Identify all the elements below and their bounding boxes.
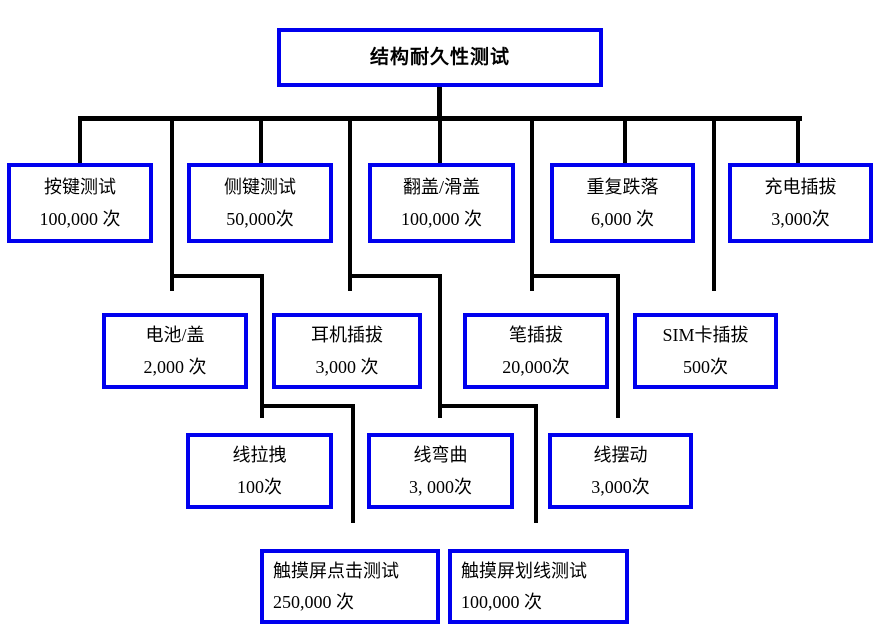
node-battery-cover-count: 2,000 次 [143, 356, 207, 377]
node-root: 结构耐久性测试 [277, 28, 603, 87]
connector-branch-wire-swing-h [530, 274, 620, 278]
connector-branch-touch-click-h [260, 404, 355, 408]
node-wire-swing-label: 线摆动 [593, 444, 648, 465]
connector-to-sim-plug [712, 121, 716, 291]
node-repeat-drop-count: 6,000 次 [591, 208, 654, 229]
node-touch-click: 触摸屏点击测试 250,000 次 [260, 549, 440, 624]
connector-to-side-key [259, 121, 263, 163]
connector-to-earphone-plug [348, 121, 352, 291]
node-wire-bend: 线弯曲 3, 000次 [367, 433, 514, 509]
connector-to-flip-slide [438, 121, 442, 163]
node-wire-swing: 线摆动 3,000次 [548, 433, 693, 509]
node-touch-draw: 触摸屏划线测试 100,000 次 [448, 549, 629, 624]
node-touch-draw-count: 100,000 次 [461, 591, 542, 612]
node-pen-plug-label: 笔插拔 [509, 324, 563, 345]
node-wire-bend-count: 3, 000次 [409, 476, 472, 497]
node-side-key: 侧键测试 50,000次 [187, 163, 333, 243]
connector-to-wire-pull [260, 274, 264, 418]
node-touch-click-label: 触摸屏点击测试 [273, 560, 399, 581]
node-charge-plug-label: 充电插拔 [764, 176, 837, 197]
node-flip-slide: 翻盖/滑盖 100,000 次 [368, 163, 515, 243]
connector-to-charge-plug [796, 121, 800, 163]
node-charge-plug-count: 3,000次 [771, 208, 830, 229]
node-charge-plug: 充电插拔 3,000次 [728, 163, 873, 243]
node-wire-swing-count: 3,000次 [591, 476, 650, 497]
node-battery-cover-label: 电池/盖 [145, 324, 205, 345]
connector-top-bus [78, 116, 802, 121]
connector-branch-wire-pull-h [170, 274, 264, 278]
node-touch-click-count: 250,000 次 [273, 591, 354, 612]
node-side-key-count: 50,000次 [226, 208, 294, 229]
node-sim-plug-count: 500次 [683, 356, 728, 377]
connector-to-repeat-drop [623, 121, 627, 163]
connector-root-stem [437, 87, 442, 121]
node-wire-pull: 线拉拽 100次 [186, 433, 333, 509]
node-repeat-drop-label: 重复跌落 [586, 176, 659, 197]
node-key-test: 按键测试 100,000 次 [7, 163, 153, 243]
node-root-label: 结构耐久性测试 [369, 46, 510, 68]
connector-to-key-test [78, 121, 82, 163]
node-battery-cover: 电池/盖 2,000 次 [102, 313, 248, 389]
connector-to-pen-plug [530, 121, 534, 291]
node-key-test-count: 100,000 次 [39, 208, 121, 229]
connector-branch-touch-draw-h [438, 404, 538, 408]
node-earphone-plug-label: 耳机插拔 [311, 324, 383, 345]
connector-to-touch-draw [534, 404, 538, 523]
node-wire-pull-label: 线拉拽 [232, 444, 287, 465]
connector-to-touch-click [351, 404, 355, 523]
node-pen-plug-count: 20,000次 [502, 356, 570, 377]
node-pen-plug: 笔插拔 20,000次 [463, 313, 609, 389]
connector-to-battery-cover [170, 121, 174, 291]
node-key-test-label: 按键测试 [44, 176, 116, 197]
node-touch-draw-label: 触摸屏划线测试 [461, 560, 587, 581]
node-sim-plug-label: SIM卡插拔 [662, 324, 749, 345]
node-wire-pull-count: 100次 [237, 476, 282, 497]
connector-to-wire-bend [438, 274, 442, 418]
node-repeat-drop: 重复跌落 6,000 次 [550, 163, 695, 243]
connector-branch-wire-bend-h [348, 274, 442, 278]
node-flip-slide-label: 翻盖/滑盖 [402, 176, 480, 197]
node-wire-bend-label: 线弯曲 [413, 444, 468, 465]
node-earphone-plug-count: 3,000 次 [315, 356, 379, 377]
node-side-key-label: 侧键测试 [224, 176, 296, 197]
connector-to-wire-swing [616, 274, 620, 418]
node-sim-plug: SIM卡插拔 500次 [633, 313, 778, 389]
node-earphone-plug: 耳机插拔 3,000 次 [272, 313, 422, 389]
node-flip-slide-count: 100,000 次 [401, 208, 482, 229]
